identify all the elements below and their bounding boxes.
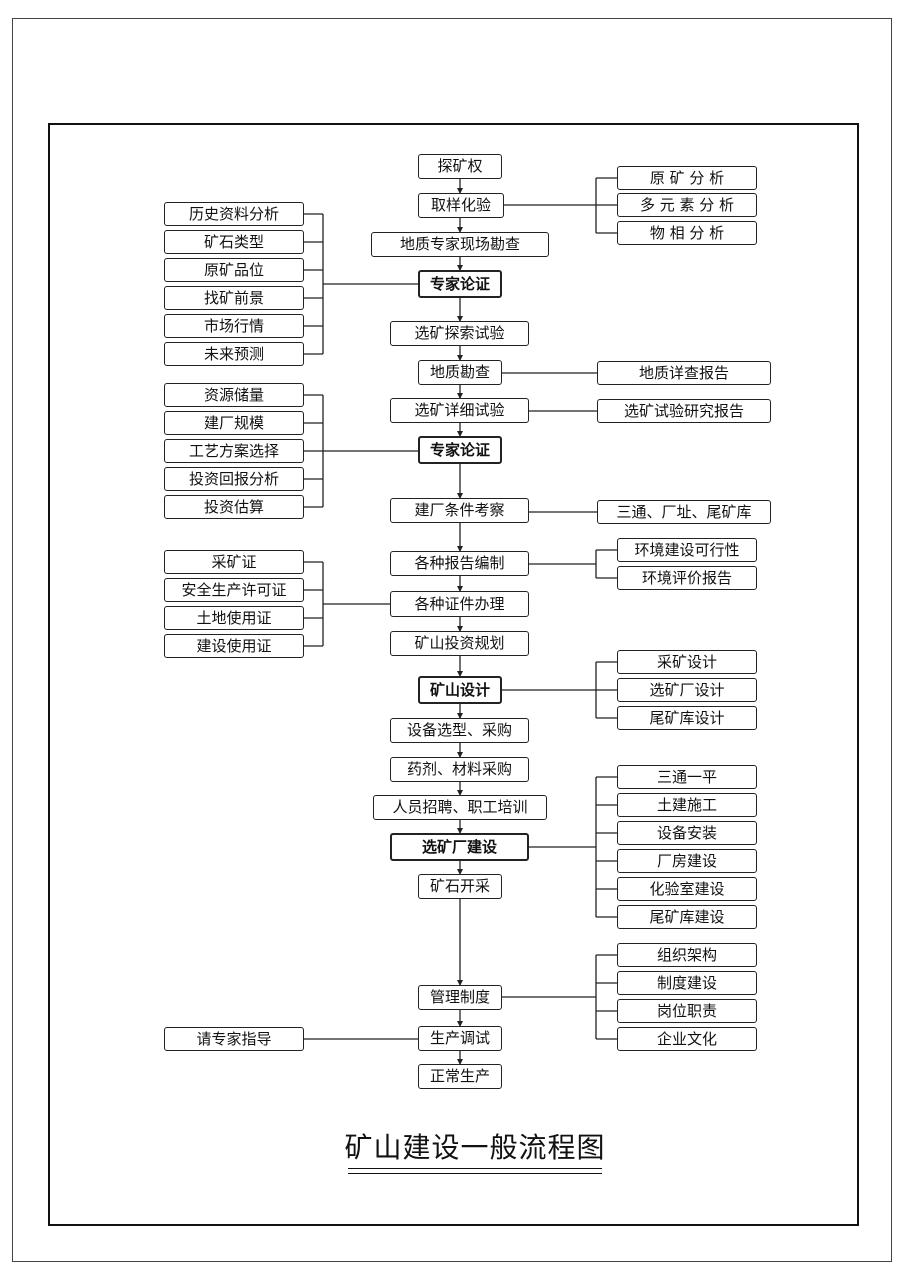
- title-underline: [348, 1168, 602, 1169]
- land-use-certificate-box: 土地使用证: [164, 606, 304, 630]
- resource-reserves-box: 资源储量: [164, 383, 304, 407]
- ore-type-box: 矿石类型: [164, 230, 304, 254]
- report-compilation-box: 各种报告编制: [390, 551, 529, 576]
- mine-investment-planning-box: 矿山投资规划: [390, 631, 529, 656]
- geological-detailed-report-box: 地质详查报告: [597, 361, 771, 385]
- geological-survey-box: 地质勘查: [418, 360, 502, 385]
- outer-frame: [12, 18, 892, 1262]
- plant-site-inspection-box: 建厂条件考察: [390, 498, 529, 523]
- civil-construction-box: 土建施工: [617, 793, 757, 817]
- plant-design-box: 选矿厂设计: [617, 678, 757, 702]
- tailings-design-box: 尾矿库设计: [617, 706, 757, 730]
- expert-review-1-box: 专家论证: [418, 270, 502, 298]
- diagram-title: 矿山建设一般流程图: [344, 1131, 606, 1164]
- utilities-leveling-box: 三通一平: [617, 765, 757, 789]
- equipment-procurement-box: 设备选型、采购: [390, 718, 529, 743]
- exploration-right-box: 探矿权: [418, 154, 502, 179]
- market-conditions-box: 市场行情: [164, 314, 304, 338]
- reagent-material-procurement-box: 药剂、材料采购: [390, 757, 529, 782]
- laboratory-construction-box: 化验室建设: [617, 877, 757, 901]
- future-forecast-box: 未来预测: [164, 342, 304, 366]
- environmental-feasibility-box: 环境建设可行性: [617, 538, 757, 562]
- geologist-site-survey-box: 地质专家现场勘查: [371, 232, 549, 257]
- mine-design-box: 矿山设计: [418, 676, 502, 704]
- phase-analysis-box: 物 相 分 析: [617, 221, 757, 245]
- corporate-culture-box: 企业文化: [617, 1027, 757, 1051]
- beneficiation-detailed-test-box: 选矿详细试验: [390, 398, 529, 423]
- organization-structure-box: 组织架构: [617, 943, 757, 967]
- environmental-assessment-report-box: 环境评价报告: [617, 566, 757, 590]
- investment-return-analysis-box: 投资回报分析: [164, 467, 304, 491]
- prospecting-outlook-box: 找矿前景: [164, 286, 304, 310]
- management-system-box: 管理制度: [418, 985, 502, 1010]
- ore-mining-box: 矿石开采: [418, 874, 502, 899]
- workshop-construction-box: 厂房建设: [617, 849, 757, 873]
- inner-frame: [48, 123, 859, 1226]
- beneficiation-exploratory-test-box: 选矿探索试验: [390, 321, 529, 346]
- normal-production-box: 正常生产: [418, 1064, 502, 1089]
- production-commissioning-box: 生产调试: [418, 1026, 502, 1051]
- mining-license-box: 采矿证: [164, 550, 304, 574]
- raw-ore-grade-box: 原矿品位: [164, 258, 304, 282]
- license-processing-box: 各种证件办理: [390, 591, 529, 617]
- tailings-construction-box: 尾矿库建设: [617, 905, 757, 929]
- staff-recruitment-training-box: 人员招聘、职工培训: [373, 795, 547, 820]
- system-building-box: 制度建设: [617, 971, 757, 995]
- consult-experts-box: 请专家指导: [164, 1027, 304, 1051]
- equipment-installation-box: 设备安装: [617, 821, 757, 845]
- construction-use-certificate-box: 建设使用证: [164, 634, 304, 658]
- job-responsibilities-box: 岗位职责: [617, 999, 757, 1023]
- mining-design-box: 采矿设计: [617, 650, 757, 674]
- expert-review-2-box: 专家论证: [418, 436, 502, 464]
- plant-construction-box: 选矿厂建设: [390, 833, 529, 861]
- process-scheme-selection-box: 工艺方案选择: [164, 439, 304, 463]
- plant-scale-box: 建厂规模: [164, 411, 304, 435]
- historical-data-analysis-box: 历史资料分析: [164, 202, 304, 226]
- multi-element-analysis-box: 多 元 素 分 析: [617, 193, 757, 217]
- title-underline-second: [348, 1173, 602, 1174]
- utilities-site-tailings-box: 三通、厂址、尾矿库: [597, 500, 771, 524]
- raw-ore-analysis-box: 原 矿 分 析: [617, 166, 757, 190]
- beneficiation-research-report-box: 选矿试验研究报告: [597, 399, 771, 423]
- sampling-assay-box: 取样化验: [418, 193, 504, 218]
- safety-production-permit-box: 安全生产许可证: [164, 578, 304, 602]
- investment-estimate-box: 投资估算: [164, 495, 304, 519]
